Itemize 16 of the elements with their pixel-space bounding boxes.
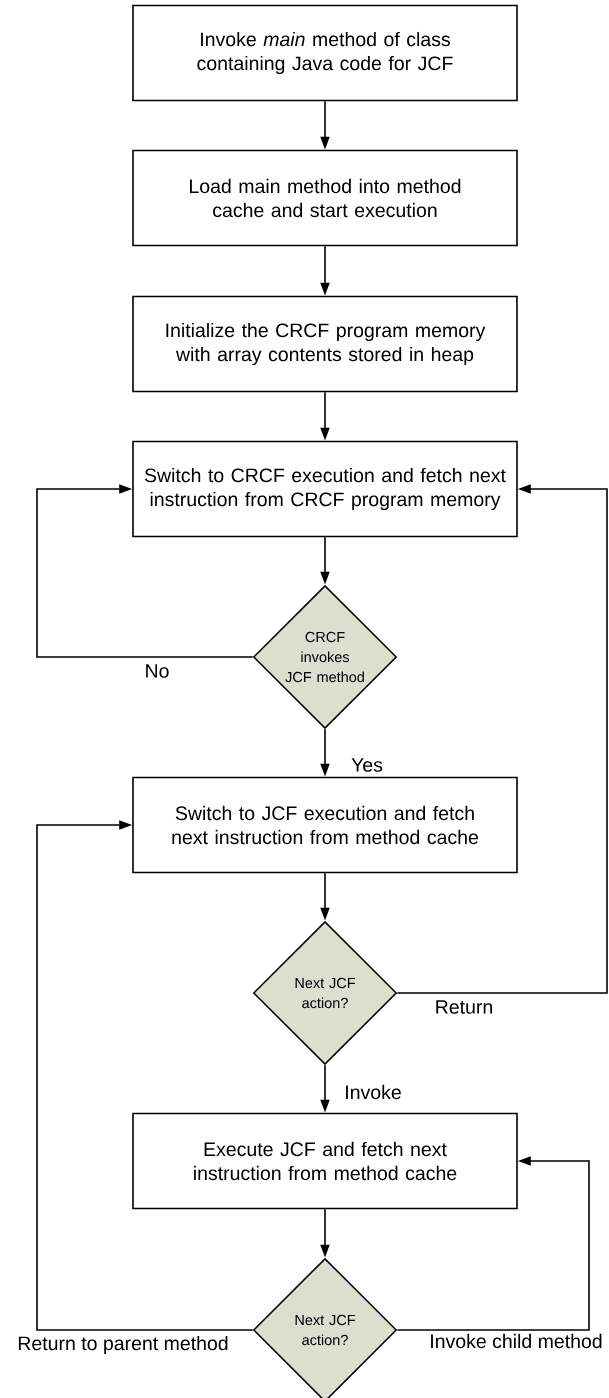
- process-box: Execute JCF and fetch next instruction from method cache: [132, 1112, 518, 1210]
- process-box: Initialize the CRCF program memory with array contents stored in heap: [132, 295, 518, 393]
- edge-label: Yes: [350, 757, 384, 773]
- process-box: Load main method into method cache and start execution: [132, 149, 518, 247]
- arrow: [36, 820, 254, 1331]
- edge-label: Invoke child method: [428, 1332, 604, 1350]
- process-box: Invoke main method of class containing Java code for JCF: [132, 4, 518, 102]
- edge-label: Return to parent method: [16, 1334, 230, 1356]
- arrow: [396, 484, 608, 994]
- arrow: [36, 484, 254, 658]
- edge-label: Return: [433, 999, 495, 1015]
- edge-label: No: [143, 663, 171, 679]
- process-box: Switch to CRCF execution and fetch next instruction from CRCF program memory: [132, 440, 518, 538]
- arrow: [396, 1156, 590, 1331]
- process-box: Switch to JCF execution and fetch next instruction from method cache: [132, 776, 518, 874]
- edge-label: Invoke: [343, 1083, 403, 1101]
